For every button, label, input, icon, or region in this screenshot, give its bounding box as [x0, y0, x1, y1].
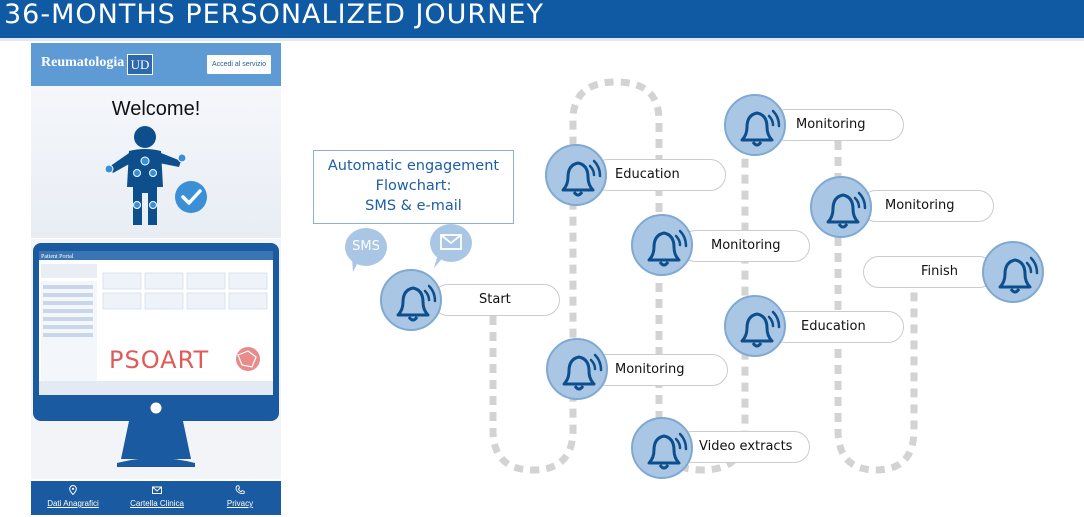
bell-icon — [998, 256, 1039, 294]
bell-icon — [826, 191, 867, 229]
step-label: Monitoring — [711, 238, 781, 253]
step-pill-monitoring: Monitoring — [680, 230, 810, 262]
step-label: Education — [801, 319, 866, 334]
bell-icon — [647, 229, 688, 267]
step-label: Monitoring — [796, 117, 866, 132]
bell-icon — [647, 432, 688, 470]
sms-bubble: SMS — [345, 228, 387, 266]
phone-mockup: Reumatologia UD Accedi al servizio Welco… — [31, 43, 281, 515]
bell-icon — [562, 353, 603, 391]
bell-monitoring — [724, 94, 786, 156]
step-label: Education — [615, 167, 680, 182]
bell-icon — [396, 284, 437, 322]
bell-icon — [740, 310, 781, 348]
monitor-icon: Patient Portal — [33, 243, 279, 467]
step-pill-education: Education — [592, 159, 726, 191]
engagement-box: Automatic engagement Flowchart: SMS & e-… — [313, 150, 514, 224]
bell-icon — [740, 109, 781, 147]
bell-finish — [982, 241, 1044, 303]
step-pill-finish: Finish — [863, 256, 995, 288]
brand-name: Reumatologia — [41, 55, 125, 70]
psoart-logo-mark-icon — [236, 347, 260, 371]
psoart-logo-text: PSOART — [109, 346, 210, 374]
location-pin-icon — [69, 485, 77, 495]
mail-icon — [152, 486, 162, 494]
bell-icon — [561, 159, 602, 197]
nav-item-dati-anagrafici[interactable]: Dati Anagrafici — [31, 481, 115, 515]
title-bar: 36-MONTHS PERSONALIZED JOURNEY — [0, 0, 1084, 41]
phone-icon — [235, 485, 245, 494]
svg-text:Patient Portal: Patient Portal — [41, 254, 74, 260]
step-label: Start — [479, 292, 511, 307]
step-label: Video extracts — [699, 439, 793, 454]
step-pill-monitoring: Monitoring — [590, 354, 728, 386]
patient-figure-icon — [104, 126, 207, 225]
engagement-line-3: SMS & e-mail — [365, 198, 462, 214]
nav-label: Dati Anagrafici — [47, 499, 99, 508]
bell-monitoring — [631, 214, 693, 276]
bell-video-extracts — [631, 417, 693, 479]
phone-header: Reumatologia UD Accedi al servizio — [31, 43, 281, 86]
psoart-logo: PSOART — [109, 346, 209, 374]
page-title: 36-MONTHS PERSONALIZED JOURNEY — [4, 0, 544, 30]
bell-start — [380, 269, 442, 331]
nav-item-cartella-clinica[interactable]: Cartella Clinica — [115, 481, 199, 515]
step-pill-monitoring: Monitoring — [860, 190, 994, 222]
nav-label: Cartella Clinica — [130, 499, 184, 508]
bell-monitoring — [810, 176, 872, 238]
engagement-line-1: Automatic engagement — [327, 158, 500, 174]
nav-label: Privacy — [226, 499, 254, 508]
step-pill-start: Start — [432, 284, 560, 316]
sms-label: SMS — [352, 239, 380, 254]
bell-monitoring — [546, 338, 608, 400]
title-shadow — [0, 38, 1084, 41]
sms-bubble-tail — [352, 258, 360, 272]
login-button[interactable]: Accedi al servizio — [207, 55, 271, 74]
step-pill-video-extracts: Video extracts — [676, 431, 810, 463]
bell-education — [545, 144, 607, 206]
step-label: Monitoring — [615, 362, 685, 377]
email-bubble-tail — [434, 254, 446, 268]
step-label: Monitoring — [885, 198, 955, 213]
step-pill-education: Education — [770, 311, 904, 343]
bell-education — [724, 295, 786, 357]
step-label: Finish — [921, 264, 959, 279]
phone-bottom-nav: Dati Anagrafici Cartella Clinica Privacy — [31, 481, 281, 515]
envelope-icon — [440, 234, 462, 250]
brand-badge: UD — [127, 54, 153, 75]
step-pill-monitoring: Monitoring — [770, 109, 904, 141]
welcome-heading: Welcome! — [111, 98, 201, 120]
nav-item-privacy[interactable]: Privacy — [199, 481, 281, 515]
engagement-line-2: Flowchart: — [375, 178, 452, 194]
